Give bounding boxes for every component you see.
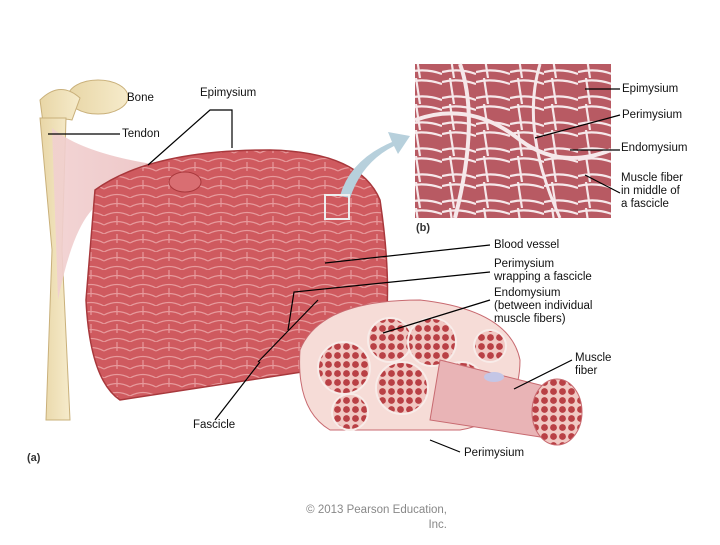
- label-blood-vessel: Blood vessel: [494, 239, 559, 252]
- label-epimysium-right: Epimysium: [622, 83, 678, 96]
- label-muscle-fiber-middle: Muscle fiber in middle of a fascicle: [621, 172, 683, 211]
- label-bone: Bone: [127, 92, 154, 105]
- label-tendon: Tendon: [122, 128, 160, 141]
- label-perimysium-wrapping: Perimysium wrapping a fascicle: [494, 258, 592, 284]
- label-endomysium-between: Endomysium (between individual muscle fi…: [494, 287, 592, 326]
- label-epimysium-left: Epimysium: [200, 87, 256, 100]
- panel-label-b: (b): [416, 222, 430, 234]
- micrograph-panel: [415, 64, 611, 218]
- label-muscle-fiber: Muscle fiber: [575, 352, 611, 378]
- label-endomysium-top: Endomysium: [621, 142, 687, 155]
- label-fascicle: Fascicle: [193, 419, 235, 432]
- label-perimysium-bottom: Perimysium: [464, 447, 524, 460]
- zoom-arrow: [340, 132, 410, 198]
- panel-label-a: (a): [27, 452, 40, 464]
- copyright-notice: © 2013 Pearson Education, Inc.: [282, 503, 447, 533]
- label-perimysium-top: Perimysium: [622, 109, 682, 122]
